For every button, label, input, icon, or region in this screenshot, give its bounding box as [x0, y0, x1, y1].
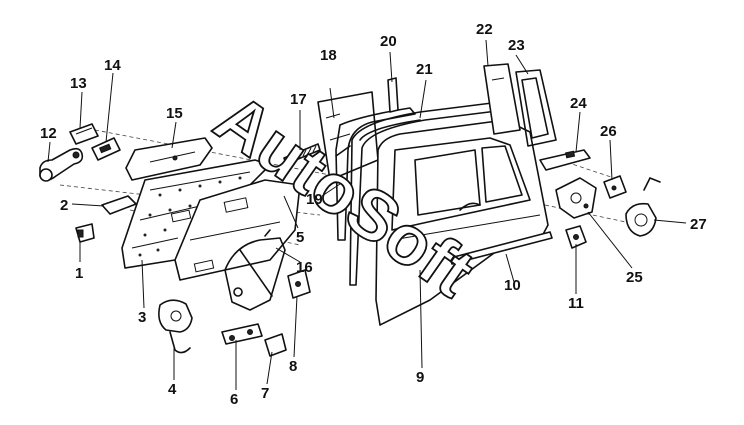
callout-6: 6 — [230, 391, 238, 408]
callout-13: 13 — [70, 75, 87, 92]
inner-door-handle — [91, 137, 121, 161]
regulator-motor — [158, 299, 193, 354]
callout-7: 7 — [261, 385, 269, 402]
callout-15: 15 — [166, 105, 183, 122]
callout-1: 1 — [75, 265, 83, 282]
callout-11: 11 — [568, 295, 584, 312]
quarter-glass-seal — [515, 69, 557, 147]
escutcheon — [69, 123, 99, 145]
window-regulator — [224, 229, 286, 311]
callout-21: 21 — [416, 61, 433, 78]
callout-4: 4 — [168, 381, 177, 398]
callout-17: 17 — [290, 91, 307, 108]
armrest — [125, 137, 213, 181]
leader-lines — [47, 39, 687, 390]
side-molding — [449, 231, 553, 265]
callout-14: 14 — [104, 57, 121, 74]
callout-22: 22 — [476, 21, 493, 38]
window-crank-handle — [39, 147, 84, 182]
door-frame-seal — [349, 101, 506, 286]
callout-26: 26 — [600, 123, 617, 140]
callout-25: 25 — [626, 269, 643, 286]
callout-19: 19 — [306, 191, 323, 208]
callout-labels: 1 2 3 4 5 6 7 8 9 10 11 12 13 14 15 16 1… — [40, 21, 707, 408]
callout-2: 2 — [60, 197, 68, 214]
callout-27: 27 — [690, 216, 707, 233]
callout-8: 8 — [289, 358, 297, 375]
door-hinge-lower — [221, 323, 263, 345]
lock-knob — [101, 195, 137, 215]
callout-12: 12 — [40, 125, 57, 142]
division-bar — [387, 77, 399, 113]
door-hinge-upper — [287, 269, 311, 299]
lock-bracket — [539, 149, 591, 171]
lock-actuator — [625, 177, 661, 237]
callout-9: 9 — [416, 369, 424, 386]
quarter-glass — [483, 63, 521, 135]
callout-24: 24 — [570, 95, 587, 112]
door-striker — [603, 175, 627, 199]
door-check-strap — [565, 225, 587, 249]
callout-10: 10 — [504, 277, 521, 294]
door-latch — [555, 177, 597, 219]
callout-5: 5 — [296, 229, 304, 246]
callout-16: 16 — [296, 259, 313, 276]
mounting-bracket — [264, 333, 287, 357]
callout-23: 23 — [508, 37, 525, 54]
callout-3: 3 — [138, 309, 146, 326]
callout-18: 18 — [320, 47, 337, 64]
belt-weatherstrip — [283, 143, 321, 165]
door-shell — [375, 119, 549, 326]
glass-run-channel — [335, 107, 416, 241]
callout-20: 20 — [380, 33, 397, 50]
trim-clip — [75, 223, 95, 243]
